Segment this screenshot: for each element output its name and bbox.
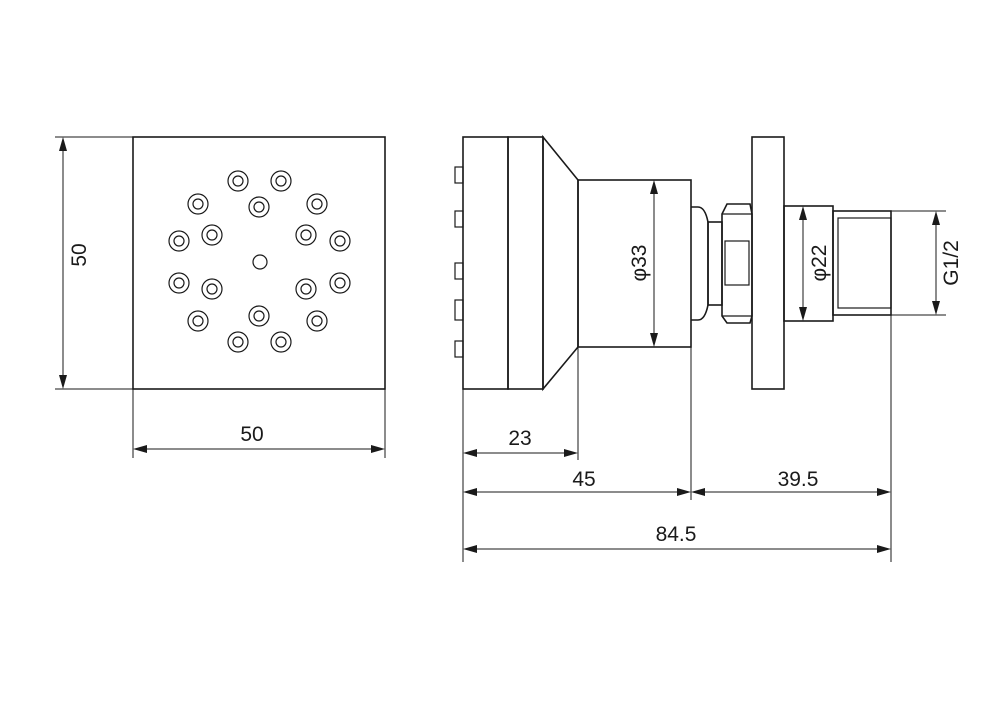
nozzle-outer-ring	[201, 224, 223, 246]
tapered-collar	[542, 134, 579, 392]
head-plate	[462, 136, 509, 390]
swivel-neck	[707, 221, 723, 306]
front-width-label: 50	[240, 423, 263, 446]
nozzle-outer-ring	[248, 196, 270, 218]
nozzle-orifice	[253, 310, 265, 322]
nozzle-outer-ring	[295, 224, 317, 246]
nozzle-outer-ring	[295, 278, 317, 300]
diameter-neck-dimension: φ22	[799, 206, 831, 321]
nozzle-orifice	[300, 283, 312, 295]
diameter-body-label: φ33	[628, 245, 651, 282]
nozzle-outer-ring	[306, 193, 328, 215]
nozzle-orifice	[192, 315, 204, 327]
length-connector-label: 39.5	[778, 468, 819, 491]
length-head-label: 23	[508, 427, 531, 450]
nozzle-outer-ring	[248, 305, 270, 327]
nozzle-orifice	[232, 336, 244, 348]
nozzle-orifice	[192, 198, 204, 210]
nozzle-outer-ring	[270, 170, 292, 192]
length-connector-dimension: 39.5	[691, 468, 891, 496]
length-body-label: 45	[572, 468, 595, 491]
diameter-body-dimension: φ33	[628, 180, 658, 347]
nozzle-pattern	[168, 170, 351, 353]
nozzle-orifice	[173, 235, 185, 247]
hex-flat	[724, 240, 750, 286]
nozzle-orifice	[300, 229, 312, 241]
length-total-label: 84.5	[656, 523, 697, 546]
front-height-dimension: 50	[55, 136, 133, 390]
thread-dimension: G1/2	[891, 210, 963, 316]
nozzle-orifice	[173, 277, 185, 289]
nozzle-orifice	[275, 336, 287, 348]
nozzle-outer-ring	[329, 230, 351, 252]
wall-flange	[751, 136, 785, 390]
head-rim	[507, 136, 544, 390]
nozzle-outer-ring	[187, 193, 209, 215]
swivel-ball	[691, 206, 709, 321]
length-body-dimension: 45	[463, 468, 691, 496]
front-height-label: 50	[68, 243, 91, 266]
thread-connector	[832, 210, 892, 316]
front-view: 50 50	[55, 136, 386, 458]
body-cylinder	[577, 179, 692, 348]
nozzle-outer-ring	[168, 272, 190, 294]
nozzle-tips	[454, 166, 464, 358]
nozzle-orifice	[334, 235, 346, 247]
thread-inner	[837, 217, 892, 309]
nozzle-outer-ring	[270, 331, 292, 353]
nozzle-orifice	[232, 175, 244, 187]
nozzle-orifice	[334, 277, 346, 289]
thread-label: G1/2	[940, 240, 963, 286]
front-width-dimension: 50	[132, 389, 386, 458]
nozzle-orifice	[311, 315, 323, 327]
length-total-dimension: 84.5	[463, 523, 891, 553]
center-nozzle	[252, 254, 268, 270]
nozzle-orifice	[275, 175, 287, 187]
nozzle-orifice	[206, 283, 218, 295]
nozzle-outer-ring	[227, 331, 249, 353]
nozzle-orifice	[253, 201, 265, 213]
nozzle-outer-ring	[227, 170, 249, 192]
nozzle-outer-ring	[201, 278, 223, 300]
hex-nut	[721, 203, 753, 324]
nozzle-orifice	[206, 229, 218, 241]
nozzle-outer-ring	[187, 310, 209, 332]
front-view-square-plate	[132, 136, 386, 390]
diameter-neck-label: φ22	[808, 245, 831, 282]
nozzle-outer-ring	[168, 230, 190, 252]
nozzle-outer-ring	[306, 310, 328, 332]
side-view: φ33 φ22 G1/2 23	[454, 134, 963, 562]
nozzle-outer-ring	[329, 272, 351, 294]
nozzle-orifice	[311, 198, 323, 210]
length-head-dimension: 23	[463, 427, 578, 457]
